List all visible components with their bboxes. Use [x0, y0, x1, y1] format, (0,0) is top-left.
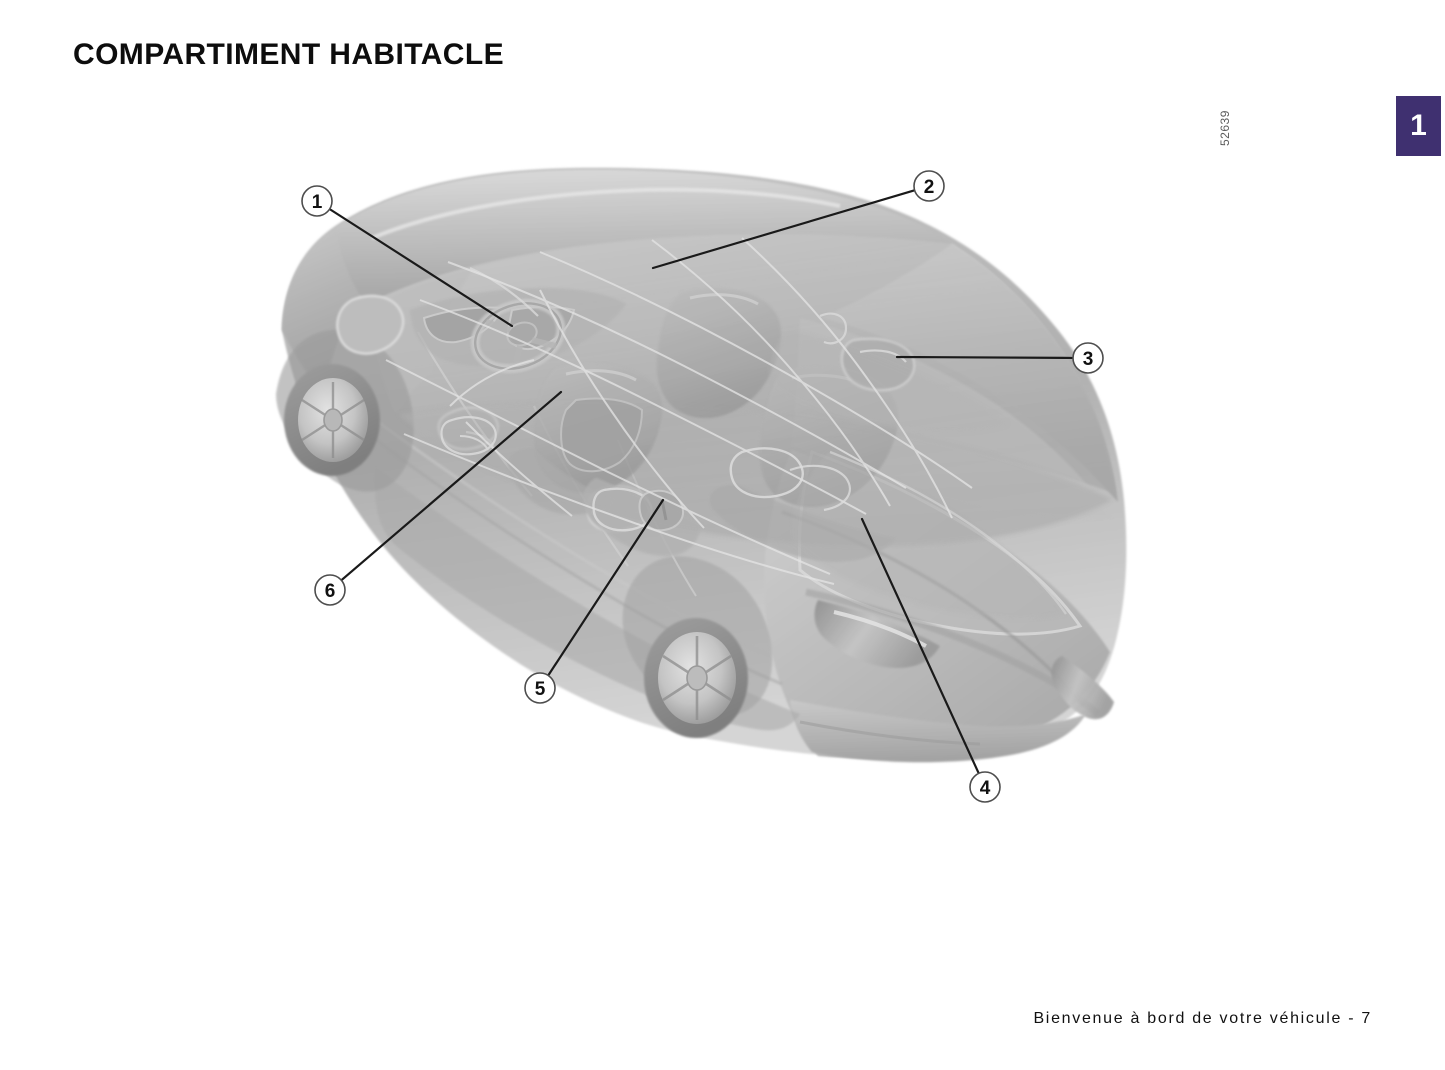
rocker-sill [374, 468, 800, 731]
steering-wheel [470, 298, 566, 374]
console-storage-outline [592, 487, 653, 532]
callout-markers: 1 2 3 4 5 6 [301, 170, 1104, 803]
a-pillar-trim [469, 266, 539, 317]
callout-leader-line-2 [651, 189, 915, 270]
callout-circle-5 [524, 672, 556, 704]
callout-leader-line-6 [341, 390, 563, 581]
callout-circle-4 [969, 771, 1001, 803]
instrument-cluster [422, 306, 504, 344]
callout-marker-6: 6 [314, 574, 346, 606]
tail-lamp-right [1051, 656, 1114, 720]
callout-marker-3: 3 [1072, 342, 1104, 374]
callout-number-2: 2 [924, 177, 935, 198]
luggage-compartment-edge [829, 450, 1067, 615]
callout-marker-4: 4 [969, 771, 1001, 803]
callout-number-4: 4 [980, 778, 991, 799]
callout-number-1: 1 [312, 192, 323, 213]
footer-text: Bienvenue à bord de votre véhicule - 7 [1033, 1010, 1372, 1027]
callout-leader-line-1 [329, 208, 514, 328]
callout-circle-3 [1072, 342, 1104, 374]
interior-assembly [385, 237, 1112, 619]
rear-trim-outline [789, 464, 851, 512]
floor-detail-line [459, 435, 489, 451]
callout-marker-5: 5 [524, 672, 556, 704]
callout-circle-2 [913, 170, 945, 202]
boot-fixture-detail [859, 349, 907, 363]
luggage-compartment [793, 452, 1066, 619]
passenger-headrest-line [689, 293, 759, 306]
rear-bumper-line [799, 720, 981, 746]
callout-number-3: 3 [1083, 349, 1094, 370]
steering-wheel-spokes [485, 319, 557, 363]
rear-bumper [790, 700, 1086, 763]
boot-fixture [840, 337, 916, 392]
page-title: COMPARTIMENT HABITACLE [73, 38, 504, 71]
steering-wheel-hub [506, 321, 538, 347]
callout-number-5: 5 [535, 679, 546, 700]
callout-circle-1 [301, 185, 333, 217]
callout-leader-lines [329, 189, 1074, 774]
front-wheel-hub [323, 408, 343, 432]
side-mirror [336, 294, 405, 355]
roof-highlight [371, 187, 841, 240]
rear-wheel-hub [686, 665, 708, 691]
floor-detail-outline [440, 416, 497, 456]
callout-marker-1: 1 [301, 185, 333, 217]
callout-marker-2: 2 [913, 170, 945, 202]
callout-leader-line-5 [547, 498, 665, 676]
drive-selector-lever [660, 499, 668, 521]
driver-seat-panel [560, 397, 644, 473]
roof-hook-outline [819, 312, 848, 345]
callout-leader-line-4 [860, 517, 980, 774]
xray-outlines [385, 237, 973, 585]
callout-circle-6 [314, 574, 346, 606]
chapter-tab: 1 [1396, 96, 1441, 156]
rear-armrest-outline [729, 447, 804, 499]
callout-number-6: 6 [325, 581, 336, 602]
callout-leader-line-3 [895, 355, 1074, 360]
driver-headrest-line [565, 369, 637, 382]
